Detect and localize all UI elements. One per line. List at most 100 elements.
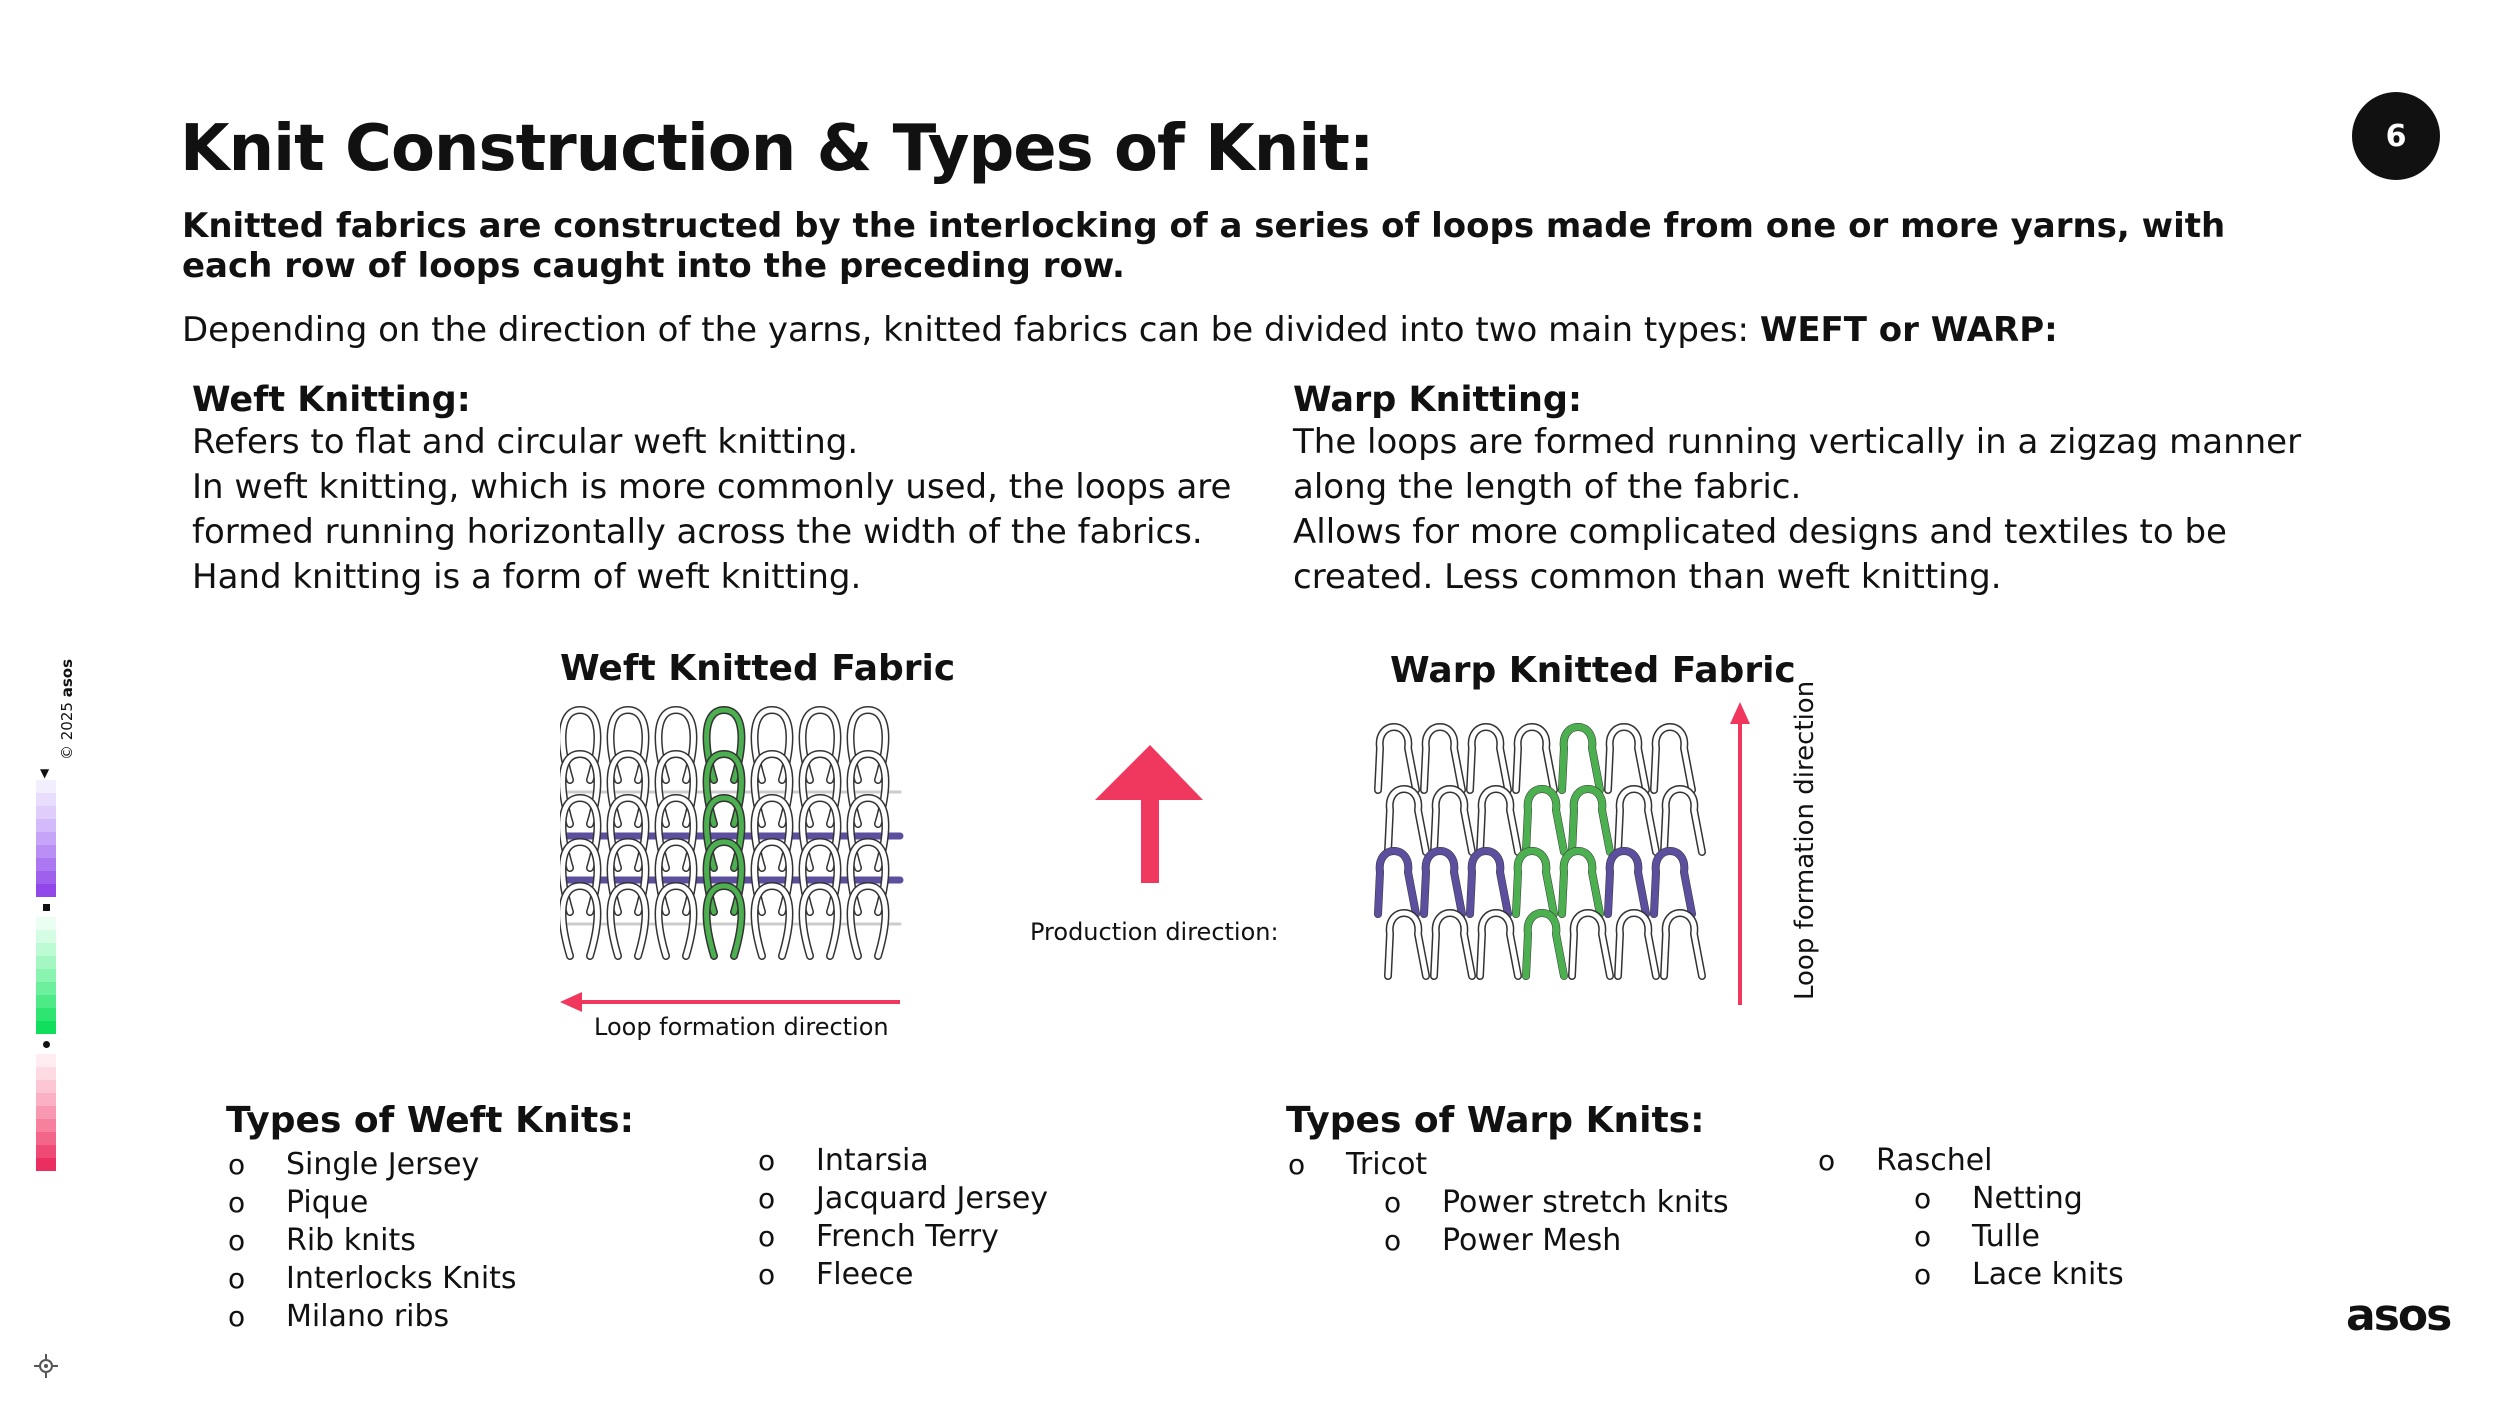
list-item: French Terry — [758, 1218, 1048, 1256]
warp-loop — [1522, 785, 1568, 856]
warp-loop — [1522, 909, 1568, 980]
warp-loop — [1375, 724, 1419, 793]
weft-loop — [656, 751, 696, 827]
weft-direction-label: Loop formation direction — [594, 1013, 889, 1041]
warp-line: Allows for more complicated designs and … — [1293, 512, 2227, 552]
warp-line: created. Less common than weft knitting. — [1293, 557, 2002, 597]
palette-swatch — [36, 1158, 56, 1171]
weft-loop — [656, 883, 696, 959]
weft-loop — [560, 751, 600, 827]
warp-loop — [1385, 910, 1429, 979]
palette-swatch — [36, 832, 56, 845]
warp-line: along the length of the fabric. — [1293, 467, 1802, 507]
warp-loop — [1651, 724, 1695, 793]
warp-loop — [1477, 786, 1521, 855]
warp-loop — [1374, 847, 1420, 918]
warp-loop — [1385, 786, 1429, 855]
palette-swatch — [36, 1080, 56, 1093]
warp-loop — [1569, 910, 1613, 979]
warp-types-list-tricot-sub: Power stretch knits Power Mesh — [1384, 1184, 1729, 1260]
weft-loop — [752, 839, 792, 915]
side-caret-icon: ▼ — [40, 766, 50, 780]
weft-types-list-1: Single Jersey Pique Rib knits Interlocks… — [228, 1146, 517, 1336]
list-item: Tricot — [1288, 1146, 1427, 1184]
warp-loop — [1431, 786, 1475, 855]
palette-swatch — [36, 1067, 56, 1080]
intro-bold: WEFT or WARP: — [1759, 310, 2058, 350]
list-item: Intarsia — [758, 1142, 1048, 1180]
warp-loop — [1661, 786, 1705, 855]
weft-figure-title: Weft Knitted Fabric — [560, 648, 956, 689]
weft-loop — [656, 795, 696, 871]
list-item: Power stretch knits — [1384, 1184, 1729, 1222]
palette-swatch — [36, 1106, 56, 1119]
weft-loop — [752, 795, 792, 871]
weft-loop — [608, 795, 648, 871]
intro-text: Depending on the direction of the yarns,… — [182, 310, 2058, 350]
weft-loop — [752, 883, 792, 959]
weft-loop — [848, 707, 888, 783]
palette-swatch — [36, 956, 56, 969]
palette-swatch — [36, 943, 56, 956]
warp-types-list-tricot: Tricot — [1288, 1146, 1427, 1184]
palette-swatch — [36, 982, 56, 995]
weft-direction-arrow-head — [560, 992, 582, 1012]
weft-loop — [800, 751, 840, 827]
warp-loop — [1467, 724, 1511, 793]
weft-description: Refers to flat and circular weft knittin… — [192, 420, 1231, 600]
warp-loop — [1558, 723, 1604, 794]
page-subtitle: Knitted fabrics are constructed by the i… — [182, 206, 2226, 286]
list-item: Fleece — [758, 1256, 1048, 1294]
palette-swatch — [36, 1021, 56, 1034]
page-title: Knit Construction & Types of Knit: — [180, 112, 1374, 186]
warp-loop — [1558, 847, 1604, 918]
weft-loop — [560, 883, 600, 959]
weft-loop — [608, 707, 648, 783]
weft-types-heading: Types of Weft Knits: — [226, 1100, 634, 1141]
weft-loop — [800, 795, 840, 871]
warp-loop — [1512, 847, 1558, 918]
warp-direction-arrow-head — [1730, 702, 1750, 724]
warp-figure-title: Warp Knitted Fabric — [1390, 650, 1796, 691]
weft-loop — [848, 883, 888, 959]
palette-swatch — [36, 793, 56, 806]
warp-types-heading: Types of Warp Knits: — [1286, 1100, 1705, 1141]
weft-heading: Weft Knitting: — [192, 380, 471, 420]
palette-swatch — [36, 858, 56, 871]
warp-loop — [1431, 910, 1475, 979]
weft-loop — [800, 707, 840, 783]
palette-swatch — [36, 1054, 56, 1067]
warp-heading: Warp Knitting: — [1293, 380, 1582, 420]
warp-loop — [1513, 724, 1557, 793]
weft-loop — [848, 795, 888, 871]
palette-separator-dot — [36, 1034, 56, 1054]
weft-loop — [704, 795, 744, 871]
palette-swatch — [36, 780, 56, 793]
side-brand-text: asos — [58, 658, 76, 698]
weft-line: Hand knitting is a form of weft knitting… — [192, 557, 862, 597]
list-item: Tulle — [1914, 1218, 2124, 1256]
color-palette-strip — [36, 780, 56, 1171]
palette-swatch — [36, 806, 56, 819]
palette-swatch — [36, 969, 56, 982]
warp-loop — [1477, 910, 1521, 979]
list-item: Lace knits — [1914, 1256, 2124, 1294]
weft-loop — [800, 839, 840, 915]
palette-swatch — [36, 1132, 56, 1145]
weft-loop — [560, 707, 600, 783]
warp-types-list-raschel: Raschel — [1818, 1142, 1992, 1180]
weft-loop — [704, 839, 744, 915]
palette-swatch — [36, 1093, 56, 1106]
copyright-text: © 2025 — [58, 702, 76, 760]
list-item: Raschel — [1818, 1142, 1992, 1180]
weft-loop — [800, 883, 840, 959]
palette-swatch — [36, 917, 56, 930]
weft-section: Weft Knitting: Refers to flat and circul… — [192, 380, 1231, 600]
palette-swatch — [36, 845, 56, 858]
list-item: Single Jersey — [228, 1146, 517, 1184]
warp-loop — [1615, 786, 1659, 855]
weft-loop — [560, 839, 600, 915]
palette-swatch — [36, 995, 56, 1008]
palette-swatch — [36, 1008, 56, 1021]
warp-types-list-raschel-sub: Netting Tulle Lace knits — [1914, 1180, 2124, 1294]
